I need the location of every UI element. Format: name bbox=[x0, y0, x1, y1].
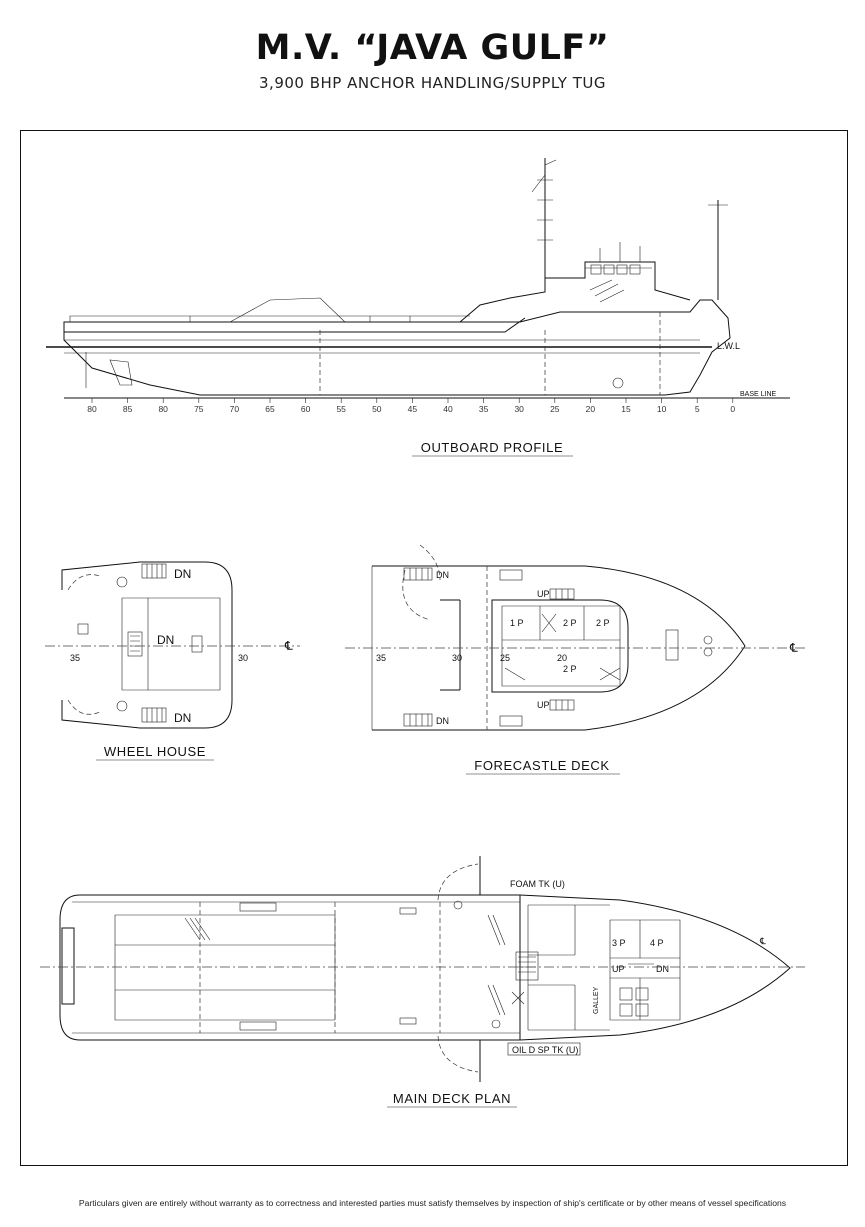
main-deck-outline bbox=[59, 894, 791, 1041]
main-deck-caption: MAIN DECK PLAN bbox=[393, 1091, 511, 1106]
frame-tick-label: 50 bbox=[372, 404, 382, 414]
baseline-label: BASE LINE bbox=[740, 391, 777, 398]
main-deck-plan: 3 P 4 P GALLEY FOAM TK (U) OIL D SP TK (… bbox=[40, 856, 805, 1108]
frame-tick-label: 55 bbox=[336, 404, 346, 414]
frame-tick-label: 60 bbox=[301, 404, 311, 414]
stern-roller bbox=[61, 927, 75, 1005]
page-subtitle: 3,900 BHP ANCHOR HANDLING/SUPPLY TUG bbox=[259, 74, 606, 92]
fc-frame-30: 30 bbox=[452, 653, 462, 663]
fc-cabin-4: 2 P bbox=[563, 664, 577, 674]
fc-dn-bottom: DN bbox=[436, 716, 449, 726]
page-title: M.V. “JAVA GULF” bbox=[255, 28, 610, 68]
frame-tick-label: 20 bbox=[586, 404, 596, 414]
frame-tick-label: 45 bbox=[408, 404, 418, 414]
md-dn-label: DN bbox=[656, 964, 669, 974]
md-centerline-symbol: ℄ bbox=[759, 936, 766, 946]
fc-frame-35: 35 bbox=[376, 653, 386, 663]
frame-tick-label: 0 bbox=[730, 404, 735, 414]
wh-stair-top bbox=[141, 563, 167, 579]
fc-stair-up-bottom bbox=[549, 699, 575, 711]
forecastle-deck-plan: 1 P 2 P 2 P 2 P DN DN UP UP bbox=[345, 544, 805, 775]
frame-tick-label: 30 bbox=[514, 404, 524, 414]
frame-tick-label: 10 bbox=[657, 404, 667, 414]
forecastle-outline bbox=[372, 565, 746, 731]
centerline-symbol: ℄ bbox=[284, 639, 293, 653]
hull-outline bbox=[63, 299, 731, 396]
foam-tank-label: FOAM TK (U) bbox=[510, 879, 565, 889]
fc-stair-up-top bbox=[549, 588, 575, 600]
frame-tick-label: 5 bbox=[695, 404, 700, 414]
fc-up-bottom: UP bbox=[537, 700, 550, 710]
fc-dn-top: DN bbox=[436, 570, 449, 580]
wh-dn-bottom: DN bbox=[174, 711, 191, 725]
frame-tick-label: 75 bbox=[194, 404, 204, 414]
fc-centerline-symbol: ℄ bbox=[789, 641, 798, 655]
fc-cabin-3: 2 P bbox=[596, 618, 610, 628]
wh-stair-bottom bbox=[141, 707, 167, 723]
frame-tick-label: 25 bbox=[550, 404, 560, 414]
fc-stair-bottom bbox=[403, 713, 433, 727]
fc-cabin-2: 2 P bbox=[563, 618, 577, 628]
disclaimer-footer: Particulars given are entirely without w… bbox=[78, 1198, 787, 1208]
lwl-label: L.W.L bbox=[717, 341, 740, 351]
frame-tick-label: 40 bbox=[443, 404, 453, 414]
frame-tick-label: 15 bbox=[621, 404, 631, 414]
md-cabin-4p: 4 P bbox=[650, 938, 664, 948]
wheel-house-caption: WHEEL HOUSE bbox=[104, 744, 206, 759]
md-up-label: UP bbox=[612, 964, 625, 974]
wh-dn-mid: DN bbox=[157, 633, 174, 647]
fc-cabin-1: 1 P bbox=[510, 618, 524, 628]
frame-tick-label: 80 bbox=[87, 404, 97, 414]
frame-tick-label: 35 bbox=[479, 404, 489, 414]
oil-tank-label: OIL D SP TK (U) bbox=[512, 1045, 578, 1055]
fc-frame-20: 20 bbox=[557, 653, 567, 663]
wh-frame-35: 35 bbox=[70, 653, 80, 663]
forecastle-caption: FORECASTLE DECK bbox=[474, 758, 609, 773]
wheelhouse-windows bbox=[590, 264, 641, 275]
fc-frame-25: 25 bbox=[500, 653, 510, 663]
wh-frame-30: 30 bbox=[238, 653, 248, 663]
fc-stair-top bbox=[403, 567, 433, 581]
wheel-house-outline bbox=[61, 561, 233, 729]
frame-tick-label: 65 bbox=[265, 404, 275, 414]
frame-tick-label: 80 bbox=[158, 404, 168, 414]
outboard-profile: L.W.L BASE LINE 80 85 80 75 bbox=[46, 158, 790, 457]
frame-tick-label: 85 bbox=[123, 404, 133, 414]
fc-up-top: UP bbox=[537, 589, 550, 599]
wh-dn-top: DN bbox=[174, 567, 191, 581]
drawing-frame bbox=[20, 130, 848, 1166]
frame-tick-label: 70 bbox=[230, 404, 240, 414]
wheel-house-plan: DN DN DN 35 30 ℄ WHEEL HOUSE bbox=[45, 561, 300, 761]
outboard-profile-caption: OUTBOARD PROFILE bbox=[421, 440, 564, 455]
md-cabin-3p: 3 P bbox=[612, 938, 626, 948]
md-galley: GALLEY bbox=[593, 986, 600, 1014]
